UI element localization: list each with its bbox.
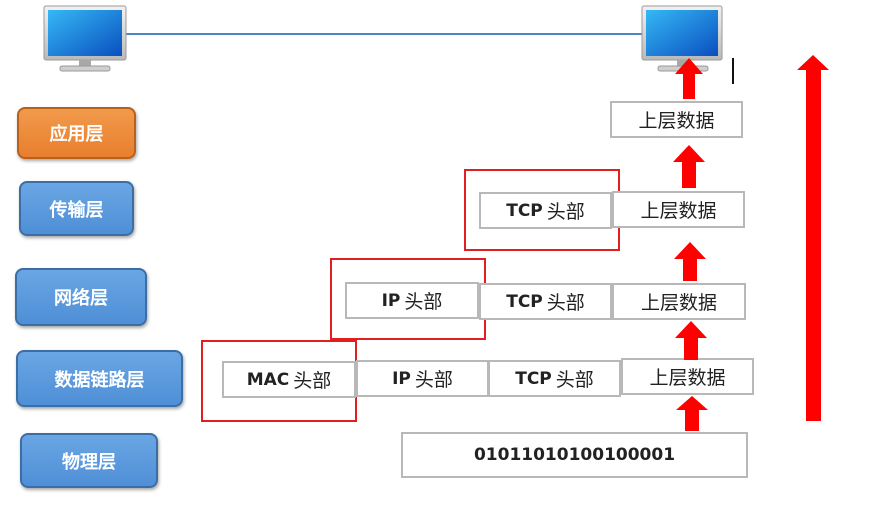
up-arrow-icon [797, 55, 829, 421]
tcp-prefix: TCP [506, 200, 543, 221]
physical-bitstream-cell: 01011010100100001 [401, 432, 748, 478]
layer-transport-label: 传输层 [49, 199, 104, 221]
network-payload-cell: 上层数据 [612, 283, 746, 320]
payload-label: 上层数据 [638, 110, 715, 132]
header-suffix: 头部 [546, 201, 585, 223]
payload-label: 上层数据 [640, 200, 717, 222]
payload-label: 上层数据 [640, 292, 717, 314]
layer-network: 网络层 [15, 268, 147, 326]
datalink-tcp-header-cell: TCP 头部 [488, 360, 621, 397]
header-suffix: 头部 [555, 369, 594, 391]
transport-payload-cell: 上层数据 [612, 191, 745, 228]
up-arrow-icon [674, 242, 706, 281]
header-suffix: 头部 [546, 292, 585, 314]
layer-transport: 传输层 [19, 181, 134, 236]
ip-prefix: IP [392, 368, 411, 389]
layer-physical: 物理层 [20, 433, 158, 488]
computer-monitor-icon [43, 5, 127, 72]
tcp-prefix: TCP [506, 291, 543, 312]
tcp-prefix: TCP [515, 368, 552, 389]
network-tcp-header-cell: TCP 头部 [479, 283, 612, 320]
ip-prefix: IP [381, 290, 401, 311]
payload-label: 上层数据 [649, 367, 726, 389]
layer-datalink-label: 数据链路层 [54, 369, 145, 391]
header-suffix: 头部 [293, 370, 332, 392]
mac-prefix: MAC [246, 369, 290, 390]
network-ip-header-cell: IP 头部 [345, 282, 479, 319]
app-payload-cell: 上层数据 [610, 101, 743, 138]
layer-application-label: 应用层 [49, 124, 104, 145]
datalink-mac-header-cell: MAC 头部 [222, 361, 356, 398]
up-arrow-icon [676, 396, 708, 431]
layer-physical-label: 物理层 [62, 451, 116, 473]
datalink-payload-cell: 上层数据 [621, 358, 754, 395]
layer-network-label: 网络层 [54, 288, 108, 309]
layer-datalink: 数据链路层 [16, 350, 183, 407]
transport-tcp-header-cell: TCP 头部 [479, 192, 612, 229]
datalink-ip-header-cell: IP 头部 [356, 360, 489, 397]
up-arrow-icon [675, 321, 707, 360]
header-suffix: 头部 [414, 369, 453, 391]
header-suffix: 头部 [404, 291, 443, 313]
bitstream-label: 01011010100100001 [473, 445, 676, 465]
up-arrow-icon [673, 145, 705, 188]
up-arrow-icon [675, 58, 703, 99]
layer-application: 应用层 [17, 107, 136, 159]
computer-monitor-icon [641, 5, 723, 72]
